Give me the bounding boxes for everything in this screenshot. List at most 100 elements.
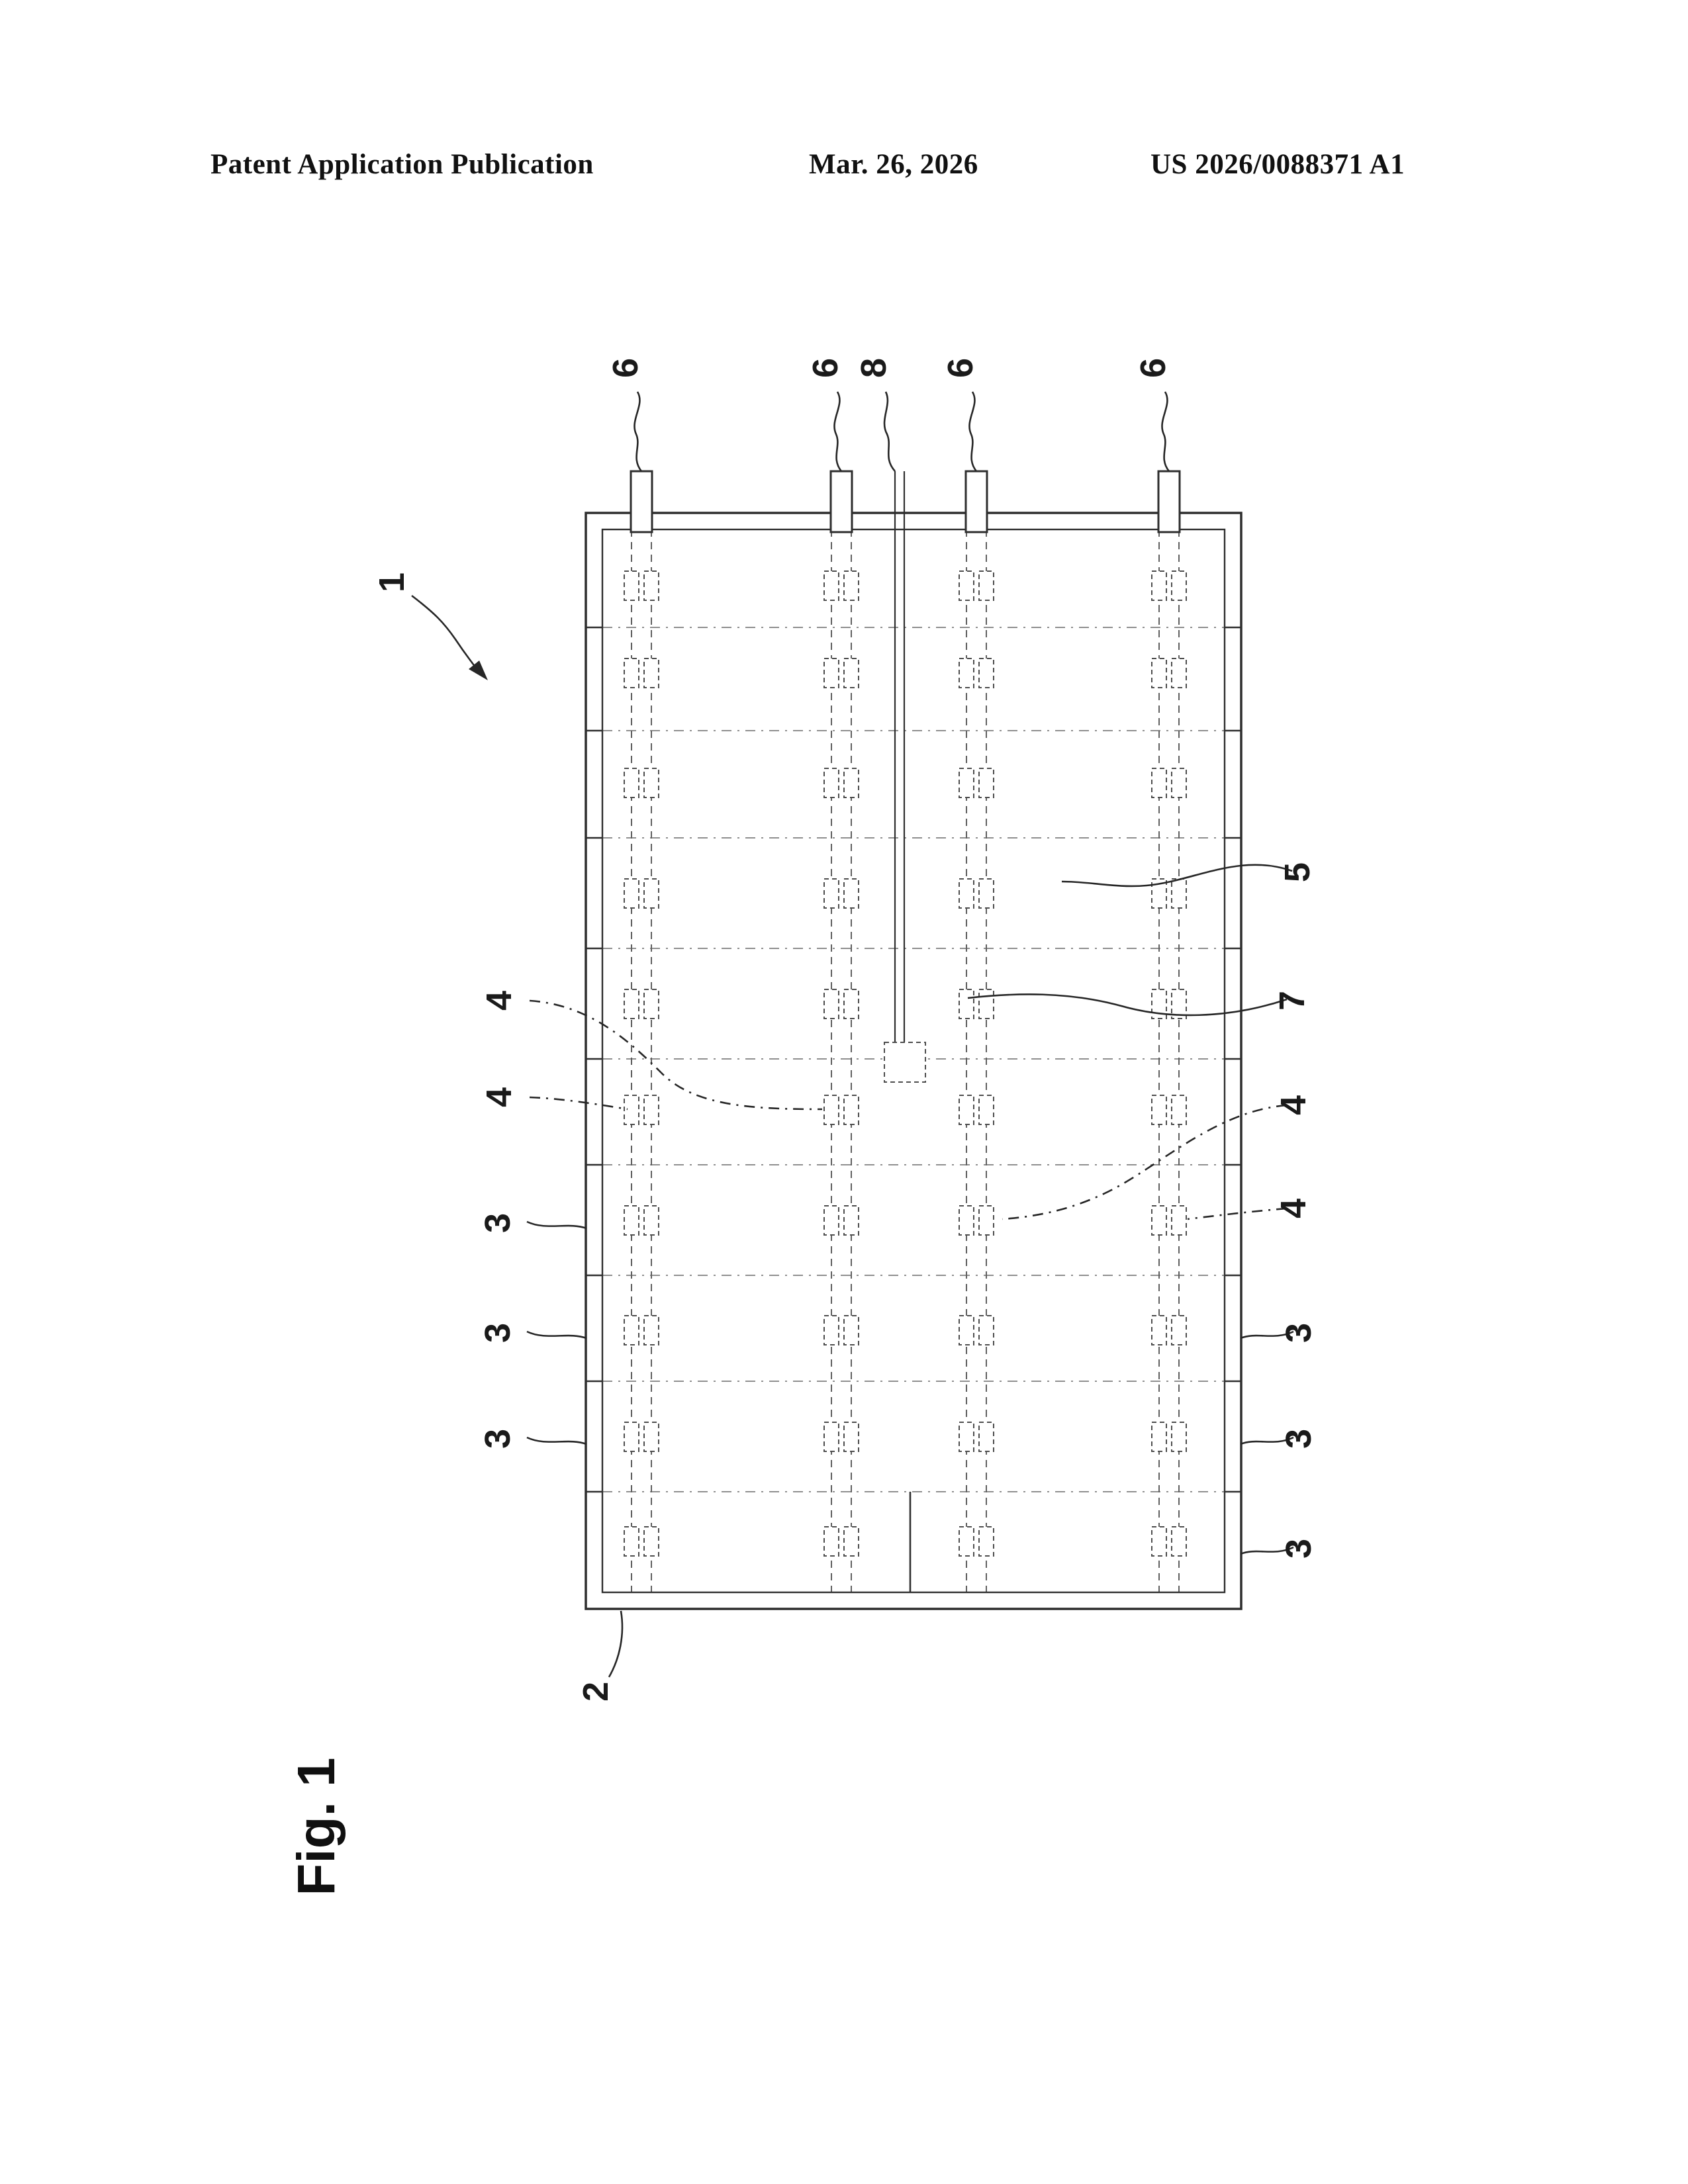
cell-connector-symbol	[823, 1315, 839, 1345]
ref-numeral-2: 2	[576, 1682, 616, 1702]
cell-connector-symbol	[643, 768, 659, 798]
cell-connector-symbol	[624, 1422, 639, 1452]
cell-connector-symbol	[843, 768, 859, 798]
cell-connector-symbol	[1151, 1526, 1167, 1557]
ref-numeral-1: 1	[372, 572, 412, 592]
cell-connector-symbol	[1151, 1205, 1167, 1236]
cell-connector-symbol	[1151, 1095, 1167, 1125]
cell-connector-symbol	[643, 1315, 659, 1345]
cell-connector-symbol	[624, 1526, 639, 1557]
cell-connector-symbol	[978, 1526, 994, 1557]
cell-connector-symbol	[1151, 768, 1167, 798]
terminal-tabs-layer	[630, 470, 1181, 533]
cell-connector-symbol	[1151, 1422, 1167, 1452]
cell-connector-symbol	[643, 570, 659, 601]
sense-lead-group	[884, 471, 926, 1083]
leader-ref-6-b	[833, 391, 843, 472]
cell-connector-symbol	[978, 768, 994, 798]
cell-connector-symbol	[978, 1205, 994, 1236]
header-publication-date: Mar. 26, 2026	[809, 149, 978, 180]
reference-numerals: 6 6 8 6 6 1 5 7 4 4 4 4 3 3 3 3 3 3 2	[372, 358, 1319, 1702]
cell-connector-symbol	[978, 570, 994, 601]
cell-connector-symbol	[959, 1526, 974, 1557]
cell-connector-symbol	[643, 989, 659, 1019]
cell-connector-symbol	[1151, 1315, 1167, 1345]
cell-connector-symbol	[624, 658, 639, 688]
cell-connector-symbol	[1171, 1205, 1187, 1236]
ref-numeral-4: 4	[1274, 1095, 1313, 1115]
header-publication-number: US 2026/0088371 A1	[1150, 149, 1405, 180]
cell-connector-symbol	[978, 658, 994, 688]
cell-connector-symbol	[1171, 989, 1187, 1019]
cell-connector-symbol	[1151, 570, 1167, 601]
cell-connector-symbol	[823, 989, 839, 1019]
leader-ref-3-right-b	[1240, 1436, 1294, 1445]
arrowhead	[469, 660, 488, 680]
cell-connector-symbol	[843, 1205, 859, 1236]
terminal-tab	[964, 470, 988, 533]
cell-connector-symbol	[959, 1095, 974, 1125]
cell-connector-symbol	[959, 878, 974, 909]
ref-numeral-4: 4	[479, 1087, 519, 1107]
cell-connector-symbol	[1171, 1526, 1187, 1557]
cell-connector-symbol	[959, 1205, 974, 1236]
cell-connector-symbol	[823, 1205, 839, 1236]
cell-connector-symbol	[624, 768, 639, 798]
cell-connector-symbol	[643, 658, 659, 688]
ref-numeral-8: 8	[854, 358, 894, 378]
module-outer-frame	[585, 512, 1243, 1610]
cell-connector-symbol	[643, 1205, 659, 1236]
leader-ref-3-left-b	[526, 1330, 587, 1340]
cell-connector-symbol	[643, 1526, 659, 1557]
cell-connector-symbol	[843, 1315, 859, 1345]
cell-connector-symbol	[1171, 570, 1187, 601]
terminal-tab	[630, 470, 653, 533]
cell-connector-symbol	[843, 1095, 859, 1125]
cell-connector-symbol	[959, 658, 974, 688]
cell-connector-symbol	[843, 989, 859, 1019]
cell-connector-symbol	[624, 1095, 639, 1125]
leader-ref-6-a	[633, 391, 643, 472]
module-inner-frame	[601, 528, 1226, 1594]
leader-ref-6-d	[1161, 391, 1170, 472]
ref-numeral-3: 3	[1279, 1323, 1319, 1343]
header-publication-type: Patent Application Publication	[211, 149, 594, 180]
cell-connector-symbol	[624, 989, 639, 1019]
cell-connector-symbol	[843, 1422, 859, 1452]
leader-ref-5	[1061, 864, 1293, 887]
cell-connector-symbol	[1171, 658, 1187, 688]
leader-ref-4-right-b	[1187, 1207, 1288, 1220]
ref-numeral-6: 6	[1133, 358, 1173, 378]
leader-ref-6-c	[968, 391, 978, 472]
cell-connector-symbol	[959, 1422, 974, 1452]
cell-connector-symbol	[1151, 878, 1167, 909]
ref-numeral-6: 6	[606, 358, 645, 378]
cell-connector-symbol	[823, 768, 839, 798]
cell-connector-symbol	[1151, 989, 1167, 1019]
leader-ref-4-left-a	[529, 999, 823, 1111]
leader-lines	[411, 391, 1294, 1678]
cell-connector-symbol	[823, 1526, 839, 1557]
cell-connector-symbol	[1151, 658, 1167, 688]
leader-ref-4-left-b	[529, 1096, 628, 1111]
cell-connector-symbol	[959, 570, 974, 601]
cell-connector-symbol	[1171, 1422, 1187, 1452]
cell-connector-symbol	[1171, 1095, 1187, 1125]
cell-connector-symbol	[978, 1095, 994, 1125]
ref-numeral-3: 3	[1279, 1429, 1319, 1449]
terminal-tab	[1157, 470, 1181, 533]
sense-connector-box	[884, 1042, 926, 1083]
leader-ref-8	[883, 391, 896, 472]
cell-connector-symbol	[1171, 1315, 1187, 1345]
leader-ref-3-right-c	[1240, 1546, 1294, 1555]
cell-connector-symbol	[823, 570, 839, 601]
ref-numeral-7: 7	[1272, 991, 1312, 1011]
ref-numeral-6: 6	[941, 358, 980, 378]
cell-connector-symbol	[843, 570, 859, 601]
ref-numeral-4: 4	[1274, 1199, 1313, 1218]
cell-connector-symbol	[643, 1422, 659, 1452]
ref-numeral-3: 3	[478, 1429, 518, 1449]
cell-connector-symbol	[843, 1526, 859, 1557]
